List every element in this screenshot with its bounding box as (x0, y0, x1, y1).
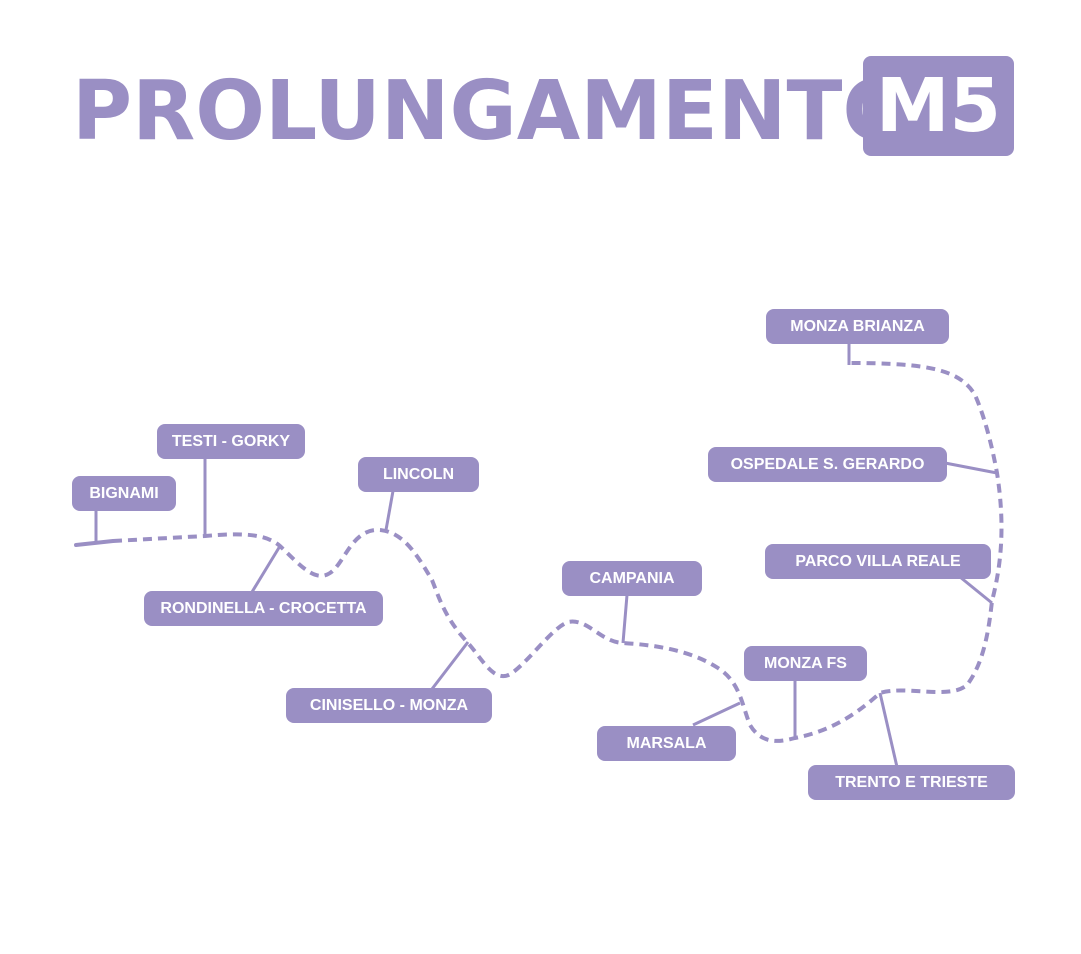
leader-trento-e-trieste (878, 692, 899, 768)
leader-parco-villa-reale (959, 575, 993, 605)
station-label-rondinella-crocetta: RONDINELLA - CROCETTA (144, 591, 383, 626)
station-label-campania: CAMPANIA (562, 561, 702, 596)
leader-cinisello-monza (430, 641, 470, 690)
station-label-marsala: MARSALA (597, 726, 736, 761)
station-label-parco-villa-reale: PARCO VILLA REALE (765, 544, 991, 579)
line-badge-m5: M5 (863, 56, 1014, 156)
leader-campania (621, 594, 629, 644)
leader-rondinella-crocetta (250, 545, 282, 593)
station-label-cinisello-monza: CINISELLO - MONZA (286, 688, 492, 723)
extension-route (112, 361, 1004, 743)
station-label-lincoln: LINCOLN (358, 457, 479, 492)
station-label-testi-gorky: TESTI - GORKY (157, 424, 305, 459)
station-label-bignami: BIGNAMI (72, 476, 176, 511)
leader-marsala (692, 701, 741, 727)
station-label-trento-e-trieste: TRENTO E TRIESTE (808, 765, 1015, 800)
leader-ospedale-s-gerardo (944, 461, 998, 475)
station-label-monza-brianza: MONZA BRIANZA (766, 309, 949, 344)
page-title: PROLUNGAMENTO (72, 64, 913, 159)
station-label-ospedale-s-gerardo: OSPEDALE S. GERARDO (708, 447, 947, 482)
station-label-monza-fs: MONZA FS (744, 646, 867, 681)
leader-lincoln (384, 490, 395, 531)
